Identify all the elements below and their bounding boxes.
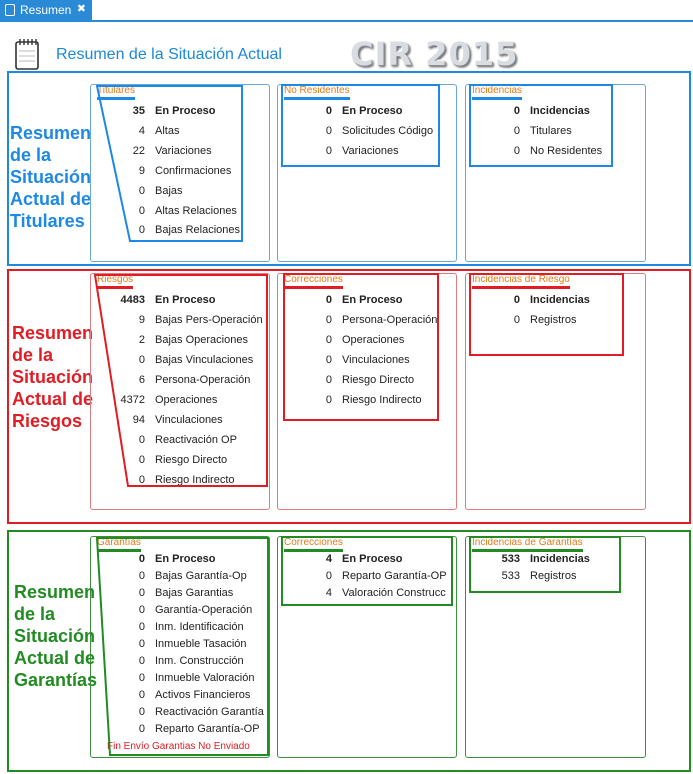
panel-title-incidencias: Incidencias	[472, 85, 523, 100]
section-riesgos	[7, 269, 691, 524]
highlight-incidencias-garantias	[469, 536, 621, 593]
section-garantias	[7, 530, 691, 772]
section-label-titulares: Resumen de la Situación Actual de Titula…	[10, 123, 92, 231]
panel-title-no-residentes: No Residentes	[284, 85, 350, 100]
close-icon[interactable]: ✖	[76, 3, 86, 15]
panel-title-incidencias-garantias: Incidencias de Garantías	[472, 537, 583, 552]
document-icon	[5, 4, 15, 16]
panel-title-garantias: Garantías	[97, 537, 141, 552]
highlight-incidencias	[469, 84, 613, 167]
highlight-no-residentes	[281, 84, 440, 167]
panel-title-riesgos: Riesgos	[97, 274, 134, 289]
tab-bar: Resumen ✖	[0, 0, 693, 22]
status-footer: Fin Envío Garantias No Enviado	[107, 741, 250, 752]
highlight-garantias	[96, 537, 269, 756]
highlight-titulares	[96, 85, 243, 242]
highlight-incidencias-riesgo	[469, 273, 624, 356]
panel-title-correcciones-garantias: Correcciones	[284, 537, 343, 552]
tab-resumen[interactable]: Resumen ✖	[0, 0, 92, 20]
highlight-riesgos	[94, 274, 268, 487]
highlight-correcciones-riesgos	[283, 273, 439, 421]
section-titulares	[7, 71, 691, 266]
page-title: Resumen de la Situación Actual	[56, 46, 282, 63]
highlight-correcciones-garantias	[281, 536, 453, 606]
tab-label: Resumen	[20, 3, 72, 17]
panel-title-titulares: Titulares	[97, 85, 135, 100]
panel-title-correcciones-riesgos: Correcciones	[284, 274, 343, 289]
section-label-garantias: Resumen de la Situación Actual de Garant…	[14, 582, 98, 690]
section-label-riesgos: Resumen de la Situación Actual de Riesgo…	[12, 323, 94, 431]
cir-title: CIR 2015	[350, 35, 519, 73]
tab-underline	[0, 20, 693, 22]
notepad-icon	[15, 39, 39, 70]
panel-title-incidencias-riesgo: Incidencias de Riesgo	[472, 274, 570, 289]
